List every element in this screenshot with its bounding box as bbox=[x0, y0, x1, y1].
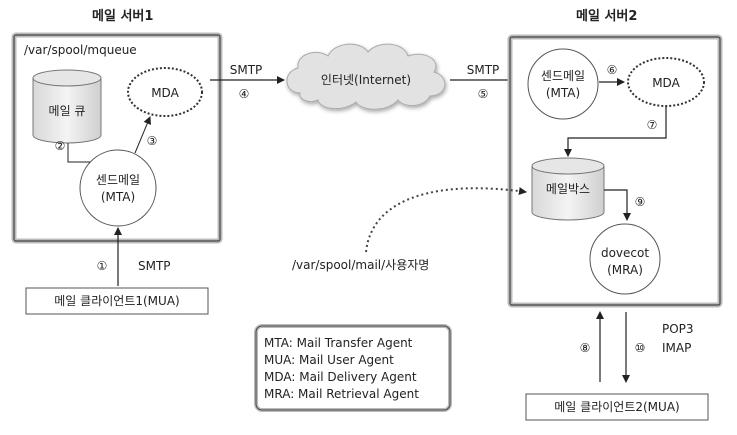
server1-box bbox=[13, 34, 221, 242]
imap-label: IMAP bbox=[662, 341, 691, 355]
mda1-node bbox=[127, 67, 203, 117]
mailbox-path-label: /var/spool/mail/사용자명 bbox=[292, 258, 429, 272]
step-3: ③ bbox=[147, 134, 158, 148]
smtp-label-outbound: SMTP bbox=[230, 63, 263, 77]
legend-item-mua: MUA: Mail User Agent bbox=[264, 353, 394, 367]
mailbox-label: 메일박스 bbox=[546, 182, 590, 196]
internet-label: 인터넷(Internet) bbox=[321, 73, 411, 87]
queue-connector bbox=[67, 143, 90, 163]
legend-box bbox=[255, 325, 451, 411]
mda1-label: MDA bbox=[151, 86, 179, 100]
dovecot-node bbox=[589, 223, 661, 295]
step-9: ⑨ bbox=[635, 195, 646, 209]
smtp-label-client1: SMTP bbox=[138, 259, 171, 273]
server1-title: 메일 서버1 bbox=[92, 8, 153, 24]
mailbox-path-pointer bbox=[365, 187, 527, 253]
pop3-label: POP3 bbox=[662, 322, 694, 336]
step-1: ① bbox=[97, 259, 108, 273]
mail-client1-box bbox=[25, 287, 209, 315]
server1-path: /var/spool/mqueue bbox=[24, 43, 137, 57]
arrow-mda2-to-mailbox bbox=[564, 106, 667, 157]
mail-client2-label: 메일 클라이언트2(MUA) bbox=[554, 400, 679, 414]
mail-client1-label: 메일 클라이언트1(MUA) bbox=[54, 294, 179, 308]
smtp-label-inbound: SMTP bbox=[467, 63, 500, 77]
sendmail1-sublabel: (MTA) bbox=[101, 190, 135, 204]
server2-title: 메일 서버2 bbox=[576, 8, 637, 24]
step-10: ⑩ bbox=[635, 341, 646, 355]
dovecot-sublabel: (MRA) bbox=[607, 263, 643, 277]
legend-item-mta: MTA: Mail Transfer Agent bbox=[264, 336, 413, 350]
step-2: ② bbox=[55, 139, 66, 153]
mail-client2-box bbox=[525, 393, 709, 421]
legend-item-mra: MRA: Mail Retrieval Agent bbox=[264, 387, 419, 401]
sendmail2-sublabel: (MTA) bbox=[546, 86, 580, 100]
step-4: ④ bbox=[239, 87, 250, 101]
step-6: ⑥ bbox=[607, 63, 618, 77]
step-7: ⑦ bbox=[647, 118, 658, 132]
mailbox-cylinder bbox=[531, 157, 605, 221]
sendmail2-node bbox=[527, 48, 599, 120]
mda2-label: MDA bbox=[652, 76, 680, 90]
internet-cloud bbox=[286, 43, 446, 110]
arrow-mailbox-to-dovecot bbox=[604, 189, 631, 221]
mail-queue-label: 메일 큐 bbox=[49, 104, 86, 118]
server2-box bbox=[509, 36, 721, 306]
sendmail1-label: 센드메일 bbox=[96, 173, 140, 187]
step-5: ⑤ bbox=[478, 87, 489, 101]
mail-queue-cylinder bbox=[32, 69, 102, 144]
sendmail1-node bbox=[79, 149, 157, 227]
sendmail2-label: 센드메일 bbox=[541, 69, 585, 83]
legend-item-mda: MDA: Mail Delivery Agent bbox=[264, 370, 417, 384]
step-8: ⑧ bbox=[580, 341, 591, 355]
dovecot-label: dovecot bbox=[601, 246, 649, 260]
arrow-sendmail1-to-mda1 bbox=[134, 116, 151, 154]
